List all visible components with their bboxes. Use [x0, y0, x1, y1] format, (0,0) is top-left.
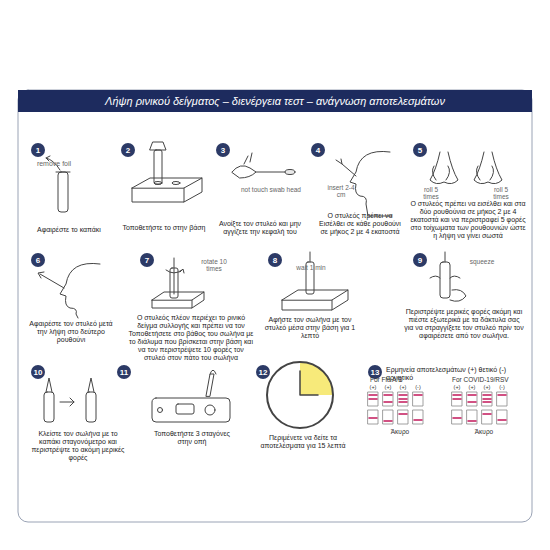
step-caption: Ο στυλεός πλέον περιέχει το ρινικό δείγμ… [128, 314, 254, 362]
step-number-text: 1 [36, 146, 40, 155]
step-number: 5 [413, 143, 427, 157]
step-caption: Τοποθετήστε το στην βάση [120, 224, 208, 232]
step-number: 9 [413, 253, 427, 267]
illustration-label: not touch swab head [226, 186, 316, 193]
step-caption: Αφήστε τον σωλήνα με τον στυλεό μέσα στη… [262, 316, 358, 340]
step-caption: Περιστρέψτε μερικές φορές ακόμη και πιέσ… [404, 308, 524, 340]
step-number-text: 6 [36, 256, 40, 265]
step-number: 11 [117, 365, 131, 379]
step-number: 12 [256, 365, 270, 379]
step-caption: Αφαιρέστε τον στυλεό μετά την λήψη στο δ… [28, 320, 114, 344]
result-sign: (+) [366, 384, 380, 390]
step-number-text: 9 [418, 256, 422, 265]
invalid-label: Άκυρο [464, 428, 504, 435]
step-number-text: 7 [145, 256, 149, 265]
result-group: For Flu A/B [370, 376, 430, 383]
step-number: 3 [216, 143, 230, 157]
step-caption: Τοποθετήστε 3 σταγόνες στην οπή [148, 430, 236, 446]
step-number: 8 [268, 253, 282, 267]
illustration-label: roll 5 times [486, 186, 516, 201]
step-number-text: 4 [316, 146, 320, 155]
illustration-label: remove foil [36, 160, 72, 168]
illustration-label: roll 5 times [416, 186, 446, 201]
illustration-label: rotate 10 times [194, 258, 234, 273]
result-group: For COVID-19/RSV [452, 376, 528, 383]
illustration-label: wait 1 min [296, 264, 326, 271]
step-number: 6 [31, 253, 45, 267]
step-number-text: 3 [221, 146, 225, 155]
result-sign: (+) [381, 384, 395, 390]
step-number-text: 13 [371, 368, 380, 377]
result-sign: (-) [495, 384, 509, 390]
step-number: 2 [121, 143, 135, 157]
invalid-label: Άκυρο [380, 428, 420, 435]
step-number-text: 12 [259, 368, 268, 377]
result-sign: (-) [411, 384, 425, 390]
result-sign: (+) [465, 384, 479, 390]
step-number: 4 [311, 143, 325, 157]
step-number-text: 11 [120, 368, 128, 377]
step-caption: Ο στυλεός πρέπει να Εισέλθει σε κάθε ρου… [318, 212, 402, 236]
step-number: 10 [31, 365, 45, 379]
illustration-label: insert 2-4 cm [326, 184, 356, 199]
step-caption: Ο στυλεός πρέπει να εισέλθει και στα δύο… [410, 200, 526, 240]
step-number-text: 5 [418, 146, 422, 155]
step-number-text: 8 [273, 256, 277, 265]
step-caption: Ανοίξτε τον στυλεό και μην αγγίζετε την … [212, 220, 308, 236]
title-text: Λήψη ρινικού δείγματος – διενέργεια τεστ… [105, 95, 445, 107]
step-number-text: 10 [34, 368, 43, 377]
result-sign: (+) [450, 384, 464, 390]
result-sign: (+) [396, 384, 410, 390]
step-number: 1 [31, 143, 45, 157]
illustration-label: squeeze [462, 258, 502, 265]
title-band: Λήψη ρινικού δείγματος – διενέργεια τεστ… [18, 90, 532, 112]
step-number-text: 2 [126, 146, 130, 155]
step-number: 7 [140, 253, 154, 267]
step-caption: Κλείστε τον σωλήνα με το καπάκι σταγονόμ… [28, 430, 128, 462]
step-caption: Περιμένετε να δείτε τα αποτελέσματα για … [258, 434, 348, 450]
result-sign: (+) [480, 384, 494, 390]
step-caption: Αφαιρέστε το καπάκι [26, 226, 112, 234]
